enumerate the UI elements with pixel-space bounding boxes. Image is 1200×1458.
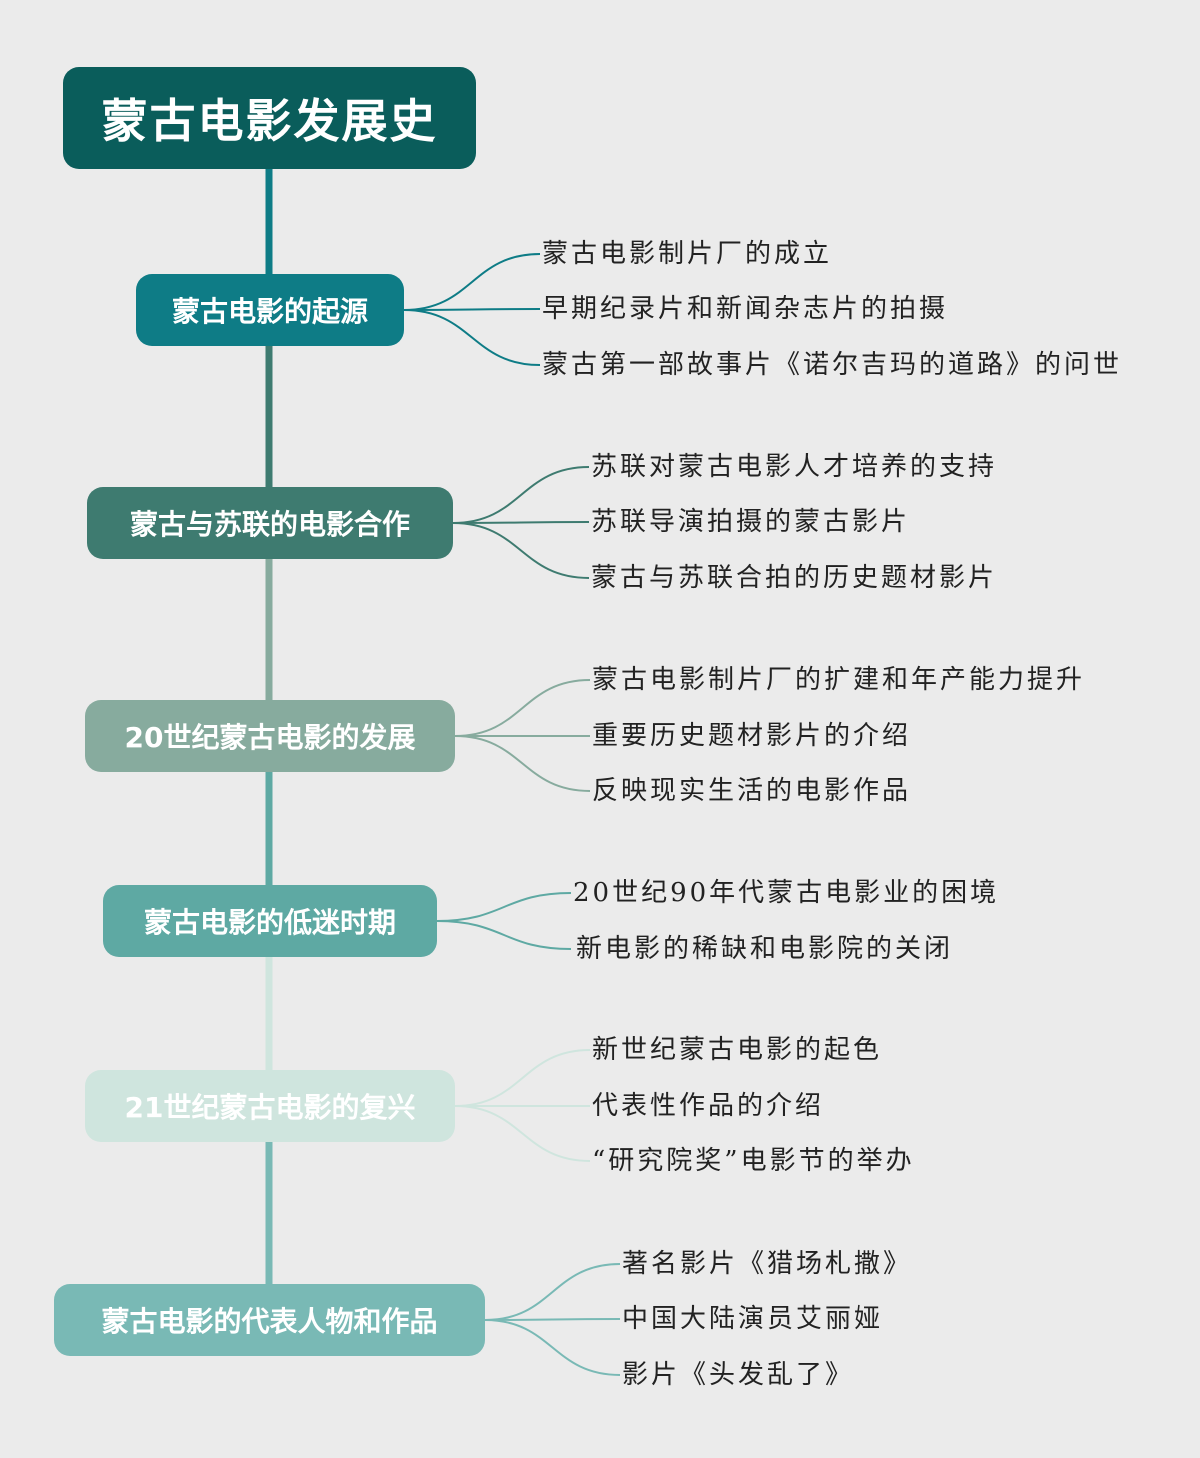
leaf-item: 著名影片《猎场札撒》 (622, 1249, 913, 1279)
branch-soviet-cooperation: 蒙古与苏联的电影合作 (87, 487, 453, 559)
leaf-item: 影片《头发乱了》 (622, 1360, 855, 1390)
leaf-item: 20世纪90年代蒙古电影业的困境 (573, 878, 1000, 908)
branch-downturn: 蒙古电影的低迷时期 (103, 885, 437, 957)
leaf-item: “研究院奖”电影节的举办 (592, 1146, 915, 1176)
leaf-item: 反映现实生活的电影作品 (592, 776, 912, 806)
leaf-item: 苏联对蒙古电影人才培养的支持 (591, 452, 998, 482)
leaf-item: 新世纪蒙古电影的起色 (592, 1035, 883, 1065)
branch-origin: 蒙古电影的起源 (136, 274, 404, 346)
root-title: 蒙古电影发展史 (63, 67, 476, 169)
leaf-item: 新电影的稀缺和电影院的关闭 (576, 934, 954, 964)
leaf-item: 蒙古电影制片厂的成立 (542, 239, 833, 269)
branch-20th-century: 20世纪蒙古电影的发展 (85, 700, 455, 772)
branch-21st-century-revival: 21世纪蒙古电影的复兴 (85, 1070, 455, 1142)
leaf-item: 蒙古第一部故事片《诺尔吉玛的道路》的问世 (542, 350, 1123, 380)
leaf-item: 苏联导演拍摄的蒙古影片 (591, 507, 911, 537)
leaf-item: 蒙古电影制片厂的扩建和年产能力提升 (592, 665, 1086, 695)
leaf-item: 代表性作品的介绍 (592, 1091, 825, 1121)
leaf-item: 中国大陆演员艾丽娅 (622, 1304, 884, 1334)
branch-representatives: 蒙古电影的代表人物和作品 (54, 1284, 485, 1356)
leaf-item: 蒙古与苏联合拍的历史题材影片 (591, 563, 998, 593)
leaf-item: 早期纪录片和新闻杂志片的拍摄 (542, 294, 949, 324)
leaf-item: 重要历史题材影片的介绍 (592, 721, 912, 751)
